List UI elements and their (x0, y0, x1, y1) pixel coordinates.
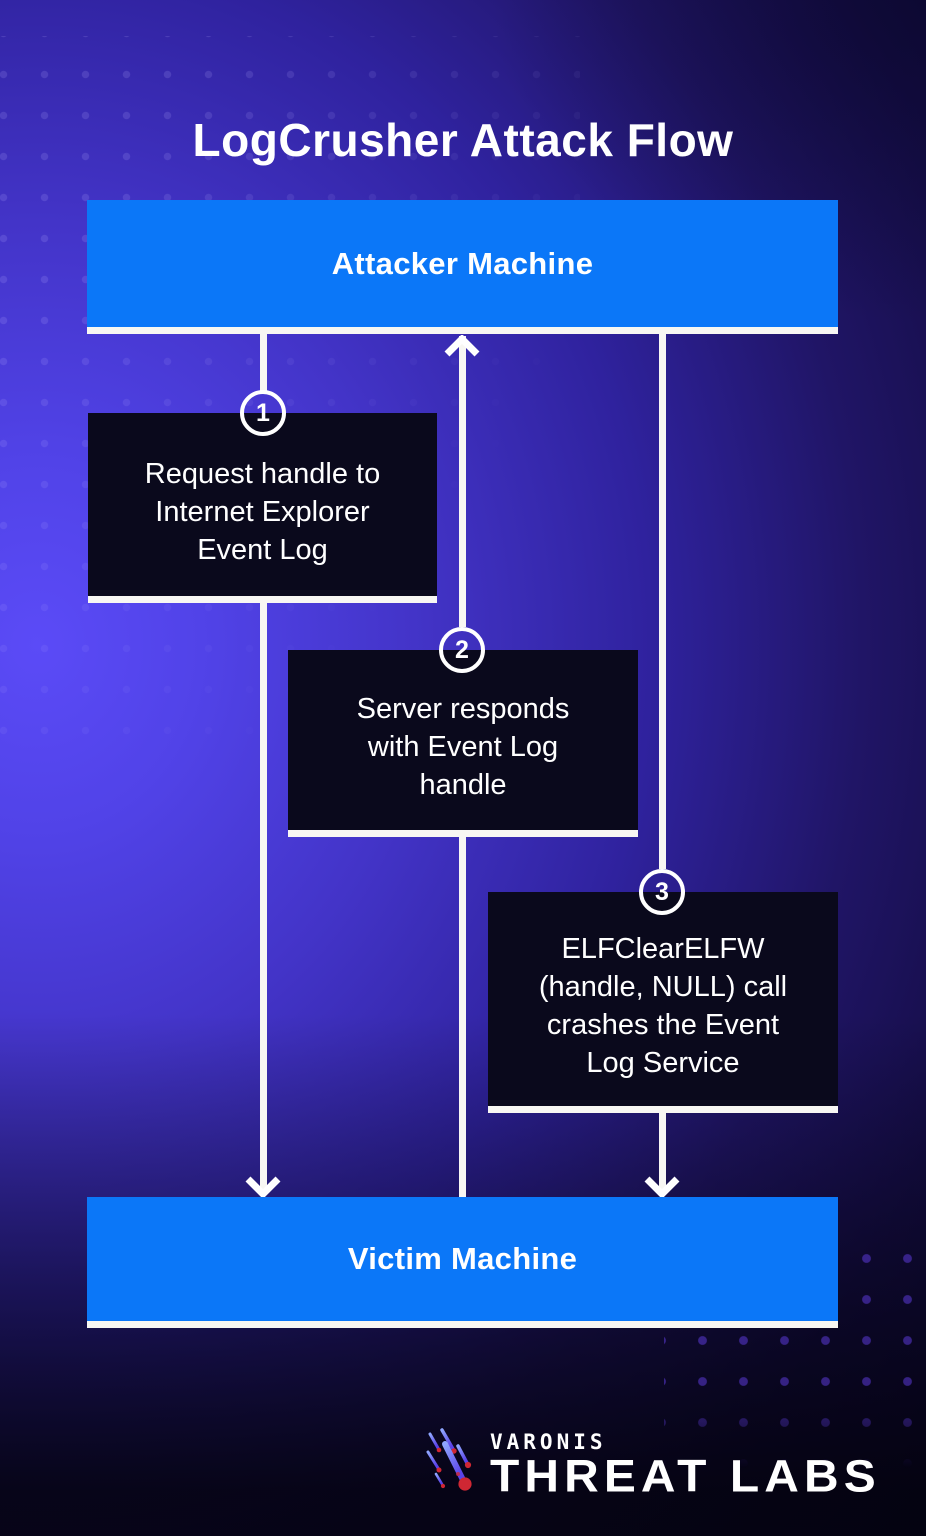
victim-machine-node: Victim Machine (87, 1197, 838, 1328)
attacker-machine-label: Attacker Machine (331, 245, 594, 281)
arrow-down-icon-step3 (644, 1176, 680, 1198)
flow-line-step3-upper (658, 334, 666, 869)
attacker-machine-node: Attacker Machine (87, 200, 838, 334)
logo-text-block: VARONIS THREAT LABS (490, 1424, 876, 1506)
flow-line-step2-upper (458, 336, 466, 627)
step-3-number: 3 (655, 877, 669, 906)
step-1-number-badge: 1 (240, 390, 286, 436)
meteors-icon (426, 1428, 472, 1491)
flow-line-step2-lower (458, 837, 466, 1197)
step-1-number: 1 (256, 398, 270, 427)
step-2-number-badge: 2 (439, 627, 485, 673)
flow-line-step1-upper (259, 334, 267, 392)
step-2-number: 2 (455, 635, 469, 664)
victim-machine-label: Victim Machine (347, 1241, 578, 1276)
page-title: LogCrusher Attack Flow (192, 113, 734, 166)
arrow-up-icon-step2 (444, 335, 480, 357)
varonis-threat-labs-logo: VARONIS THREAT LABS (422, 1424, 876, 1506)
flow-line-step1-lower (259, 603, 267, 1195)
arrow-down-icon-step1 (245, 1176, 281, 1198)
flow-line-step3-lower (658, 1113, 666, 1195)
logo-company-name: VARONIS (490, 1430, 607, 1454)
step-3-number-badge: 3 (639, 869, 685, 915)
logo-team-name: THREAT LABS (490, 1450, 881, 1502)
